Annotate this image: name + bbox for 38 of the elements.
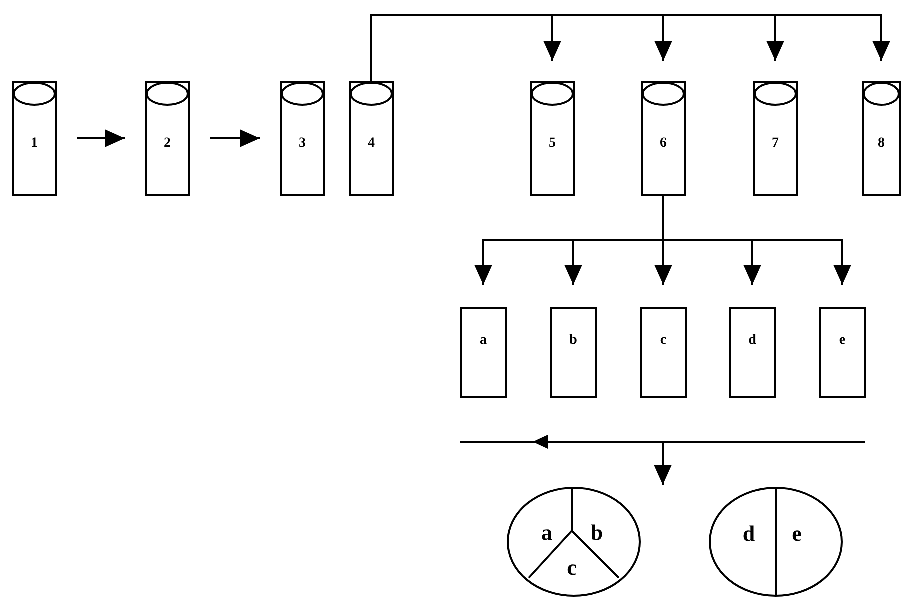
- arrow: [210, 130, 260, 148]
- divided-ellipse: [709, 487, 843, 597]
- sample-box: [460, 307, 507, 398]
- divided-ellipse: [507, 487, 641, 597]
- tube-number: 4: [368, 137, 375, 151]
- sample-letter: b: [570, 334, 578, 348]
- sample-letter: c: [660, 334, 667, 348]
- sample-box: [819, 307, 866, 398]
- arrow: [77, 130, 125, 148]
- sample-box: [640, 307, 687, 398]
- tube-number: 5: [549, 137, 556, 151]
- test-tube: [349, 81, 394, 196]
- arrow: [654, 442, 672, 485]
- tube-number: 8: [878, 137, 885, 151]
- sample-box: [729, 307, 776, 398]
- arrow: [662, 196, 852, 285]
- test-tube: [862, 81, 901, 196]
- segment-label: d: [742, 523, 756, 545]
- tube-number: 3: [299, 137, 306, 151]
- sample-letter: d: [748, 334, 756, 348]
- test-tube: [145, 81, 190, 196]
- tube-number: 2: [164, 137, 171, 151]
- tube-number: 7: [772, 137, 779, 151]
- test-tube: [753, 81, 798, 196]
- segment-label: c: [567, 557, 577, 579]
- test-tube: [641, 81, 686, 196]
- test-tube: [530, 81, 575, 196]
- sample-letter: a: [480, 334, 487, 348]
- sample-box: [550, 307, 597, 398]
- segment-label: b: [590, 522, 604, 544]
- sample-letter: e: [839, 334, 846, 348]
- tube-number: 6: [660, 137, 667, 151]
- flow-line: [460, 435, 865, 449]
- test-tube: [12, 81, 57, 196]
- test-tube: [280, 81, 325, 196]
- tube-number: 1: [31, 137, 38, 151]
- segment-label: a: [542, 522, 552, 544]
- segment-label: e: [792, 523, 802, 545]
